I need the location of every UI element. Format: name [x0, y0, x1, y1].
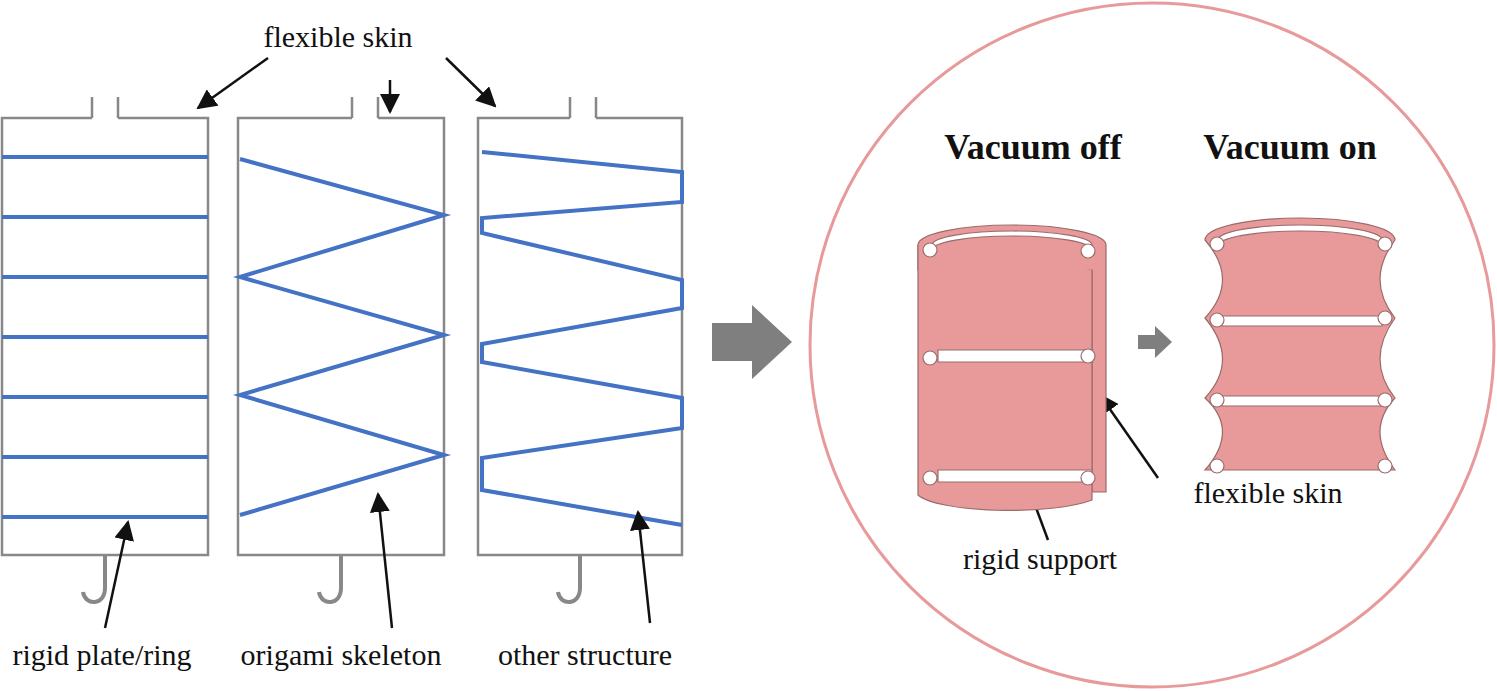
part-label: rigid plate/ring	[12, 638, 191, 671]
state-heading: Vacuum on	[1203, 128, 1377, 168]
part-label: flexible skin	[1193, 476, 1342, 509]
part-label: rigid support	[963, 542, 1117, 575]
state-heading: Vacuum off	[944, 128, 1122, 168]
part-label: flexible skin	[263, 20, 412, 53]
part-label: origami skeleton	[241, 638, 442, 671]
part-label: other structure	[498, 638, 672, 671]
